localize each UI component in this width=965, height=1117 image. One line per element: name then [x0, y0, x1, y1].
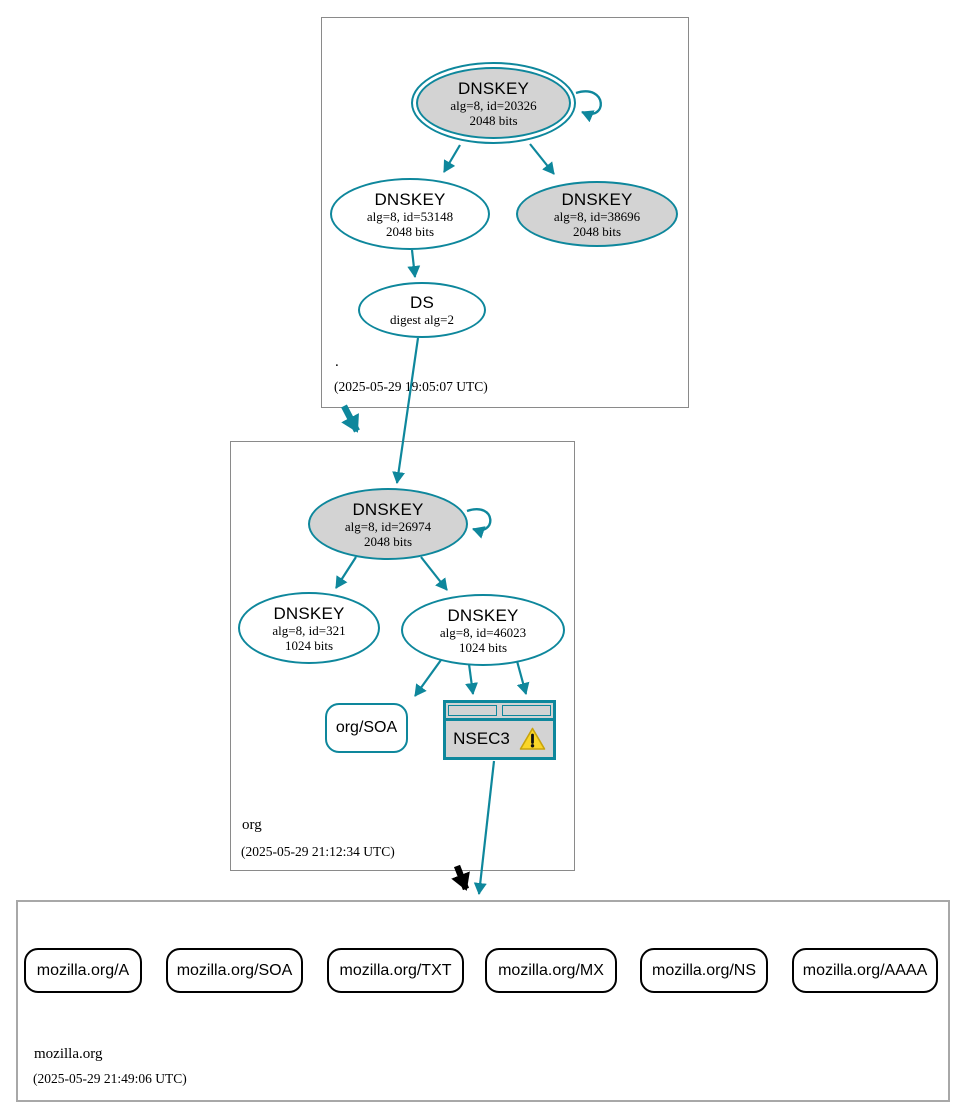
zone-name-root: . — [335, 354, 339, 370]
node-title: DNSKEY — [374, 189, 446, 209]
node-title: DS — [409, 293, 435, 312]
rrset-node-mozilla-soa[interactable]: mozilla.org/SOA — [166, 948, 303, 993]
node-detail-alg-id: alg=8, id=20326 — [450, 97, 537, 113]
nsec3-label: NSEC3 — [453, 729, 510, 748]
dnskey-node-46023[interactable]: DNSKEY alg=8, id=46023 1024 bits — [401, 594, 565, 666]
ds-node[interactable]: DS digest alg=2 — [358, 282, 486, 338]
node-detail-alg-id: alg=8, id=38696 — [553, 208, 641, 224]
zone-timestamp-root: (2025-05-29 19:05:07 UTC) — [334, 379, 488, 394]
edge-secure-delegation-root-to-org — [341, 404, 360, 433]
nsec3-body: NSEC3 — [446, 718, 553, 757]
rrset-node-mozilla-txt[interactable]: mozilla.org/TXT — [327, 948, 464, 993]
node-detail-bits: 2048 bits — [572, 223, 622, 239]
node-detail-alg-id: alg=8, id=321 — [272, 622, 346, 638]
rrset-node-mozilla-a[interactable]: mozilla.org/A — [24, 948, 142, 993]
node-title: DNSKEY — [457, 78, 530, 98]
dnskey-node-321[interactable]: DNSKEY alg=8, id=321 1024 bits — [238, 592, 380, 664]
rrset-label: mozilla.org/NS — [651, 961, 757, 979]
node-title: DNSKEY — [561, 189, 633, 209]
node-detail-bits: 2048 bits — [363, 533, 413, 549]
zone-box-mozilla — [16, 900, 950, 1102]
dnskey-node-ksk-20326[interactable]: DNSKEY alg=8, id=20326 2048 bits — [411, 62, 576, 144]
rrset-label: mozilla.org/MX — [498, 961, 604, 979]
nsec3-node[interactable]: NSEC3 — [443, 700, 556, 760]
node-detail-alg-id: alg=8, id=53148 — [366, 208, 454, 224]
nsec3-record-cell-2 — [502, 705, 551, 716]
rrset-label: mozilla.org/A — [36, 961, 130, 979]
node-title: DNSKEY — [447, 605, 519, 625]
node-detail-bits: 2048 bits — [469, 112, 518, 128]
node-detail-alg-id: alg=8, id=46023 — [439, 624, 527, 640]
node-detail-bits: 1024 bits — [458, 639, 508, 655]
nsec3-record-cells — [446, 703, 553, 718]
rrset-node-org-soa[interactable]: org/SOA — [325, 703, 408, 753]
zone-name-org: org — [242, 817, 262, 833]
dnskey-node-53148[interactable]: DNSKEY alg=8, id=53148 2048 bits — [330, 178, 490, 250]
dnskey-node-26974[interactable]: DNSKEY alg=8, id=26974 2048 bits — [308, 488, 468, 560]
rrset-label: mozilla.org/SOA — [176, 961, 293, 979]
dnskey-node-ksk-20326-inner: DNSKEY alg=8, id=20326 2048 bits — [416, 67, 571, 139]
node-detail-bits: 2048 bits — [385, 223, 435, 239]
dnskey-node-38696[interactable]: DNSKEY alg=8, id=38696 2048 bits — [516, 181, 678, 247]
rrset-label: org/SOA — [335, 719, 398, 736]
rrset-label: mozilla.org/TXT — [339, 961, 452, 979]
zone-timestamp-org: (2025-05-29 21:12:34 UTC) — [241, 844, 395, 859]
nsec3-record-cell-1 — [448, 705, 497, 716]
node-detail-digest: digest alg=2 — [389, 312, 455, 327]
node-detail-alg-id: alg=8, id=26974 — [344, 518, 432, 534]
warning-triangle-icon — [519, 727, 546, 750]
rrset-node-mozilla-aaaa[interactable]: mozilla.org/AAAA — [792, 948, 938, 993]
zone-timestamp-mozilla: (2025-05-29 21:49:06 UTC) — [33, 1071, 187, 1086]
rrset-node-mozilla-ns[interactable]: mozilla.org/NS — [640, 948, 768, 993]
rrset-node-mozilla-mx[interactable]: mozilla.org/MX — [485, 948, 617, 993]
node-title: DNSKEY — [273, 603, 345, 623]
node-detail-bits: 1024 bits — [284, 637, 334, 653]
rrset-label: mozilla.org/AAAA — [802, 961, 928, 979]
zone-name-mozilla: mozilla.org — [34, 1046, 103, 1062]
node-title: DNSKEY — [352, 499, 424, 519]
